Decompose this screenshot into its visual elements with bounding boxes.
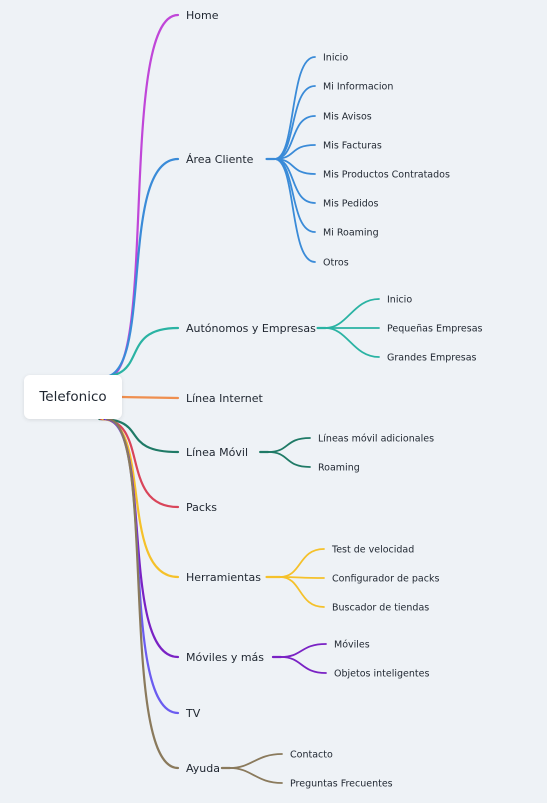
child-connector — [279, 576, 325, 608]
child-node-label[interactable]: Pequeñas Empresas — [387, 324, 483, 335]
branch-node-label[interactable]: Autónomos y Empresas — [186, 322, 316, 335]
child-node-label[interactable]: Configurador de packs — [332, 574, 439, 585]
branch-connector — [99, 417, 180, 509]
root-label: Telefonico — [39, 389, 107, 405]
branch-connector — [106, 13, 180, 379]
child-node-label[interactable]: Roaming — [318, 463, 360, 474]
branch-node-label[interactable]: Ayuda — [186, 762, 220, 775]
child-node-label[interactable]: Mis Productos Contratados — [323, 170, 450, 181]
child-node-label[interactable]: Otros — [323, 258, 349, 269]
branch-connector — [98, 326, 180, 379]
child-node-label[interactable]: Inicio — [323, 53, 348, 64]
child-node-label[interactable]: Mis Avisos — [323, 112, 372, 123]
child-node-label[interactable]: Grandes Empresas — [387, 353, 477, 364]
child-connector — [273, 85, 316, 160]
branch-node-label[interactable]: TV — [185, 707, 201, 720]
child-connector — [273, 158, 316, 263]
branch-node-label[interactable]: Móviles y más — [186, 651, 264, 664]
child-node-label[interactable]: Mis Facturas — [323, 141, 382, 152]
child-node-label[interactable]: Mis Pedidos — [323, 199, 379, 210]
branch-node-label[interactable]: Packs — [186, 501, 217, 514]
child-node-label[interactable]: Mi Informacion — [323, 82, 393, 93]
child-node-label[interactable]: Contacto — [290, 750, 333, 761]
branch-connector — [98, 417, 180, 454]
child-node-label[interactable]: Inicio — [387, 295, 412, 306]
root-node[interactable]: Telefonico — [24, 375, 122, 419]
branch-node-label[interactable]: Línea Internet — [186, 392, 264, 405]
child-connector — [324, 327, 380, 358]
child-node-label[interactable]: Preguntas Frecuentes — [290, 779, 393, 790]
child-connector — [273, 158, 316, 204]
child-connector — [280, 656, 327, 674]
child-connector — [229, 753, 283, 769]
branch-connector — [120, 395, 180, 400]
child-connector — [279, 548, 325, 578]
branch-connector — [106, 417, 180, 770]
child-node-label[interactable]: Mi Roaming — [323, 228, 379, 239]
child-connector — [267, 451, 311, 468]
child-connector — [280, 643, 327, 658]
branch-node-label[interactable]: Home — [186, 9, 219, 22]
child-node-label[interactable]: Líneas móvil adicionales — [318, 434, 434, 445]
child-connector — [273, 115, 316, 160]
branch-connector — [102, 157, 180, 379]
branch-connector — [104, 417, 180, 715]
child-connector — [229, 767, 283, 784]
child-connector — [267, 437, 311, 453]
child-node-label[interactable]: Buscador de tiendas — [332, 603, 429, 614]
branch-node-label[interactable]: Línea Móvil — [186, 446, 248, 459]
child-node-label[interactable]: Objetos inteligentes — [334, 669, 429, 680]
branch-node-label[interactable]: Herramientas — [186, 571, 261, 584]
child-connector — [273, 56, 316, 160]
child-connector — [324, 298, 380, 329]
branch-node-label[interactable]: Área Cliente — [186, 153, 254, 166]
child-node-label[interactable]: Móviles — [334, 640, 370, 651]
child-node-label[interactable]: Test de velocidad — [331, 545, 414, 556]
